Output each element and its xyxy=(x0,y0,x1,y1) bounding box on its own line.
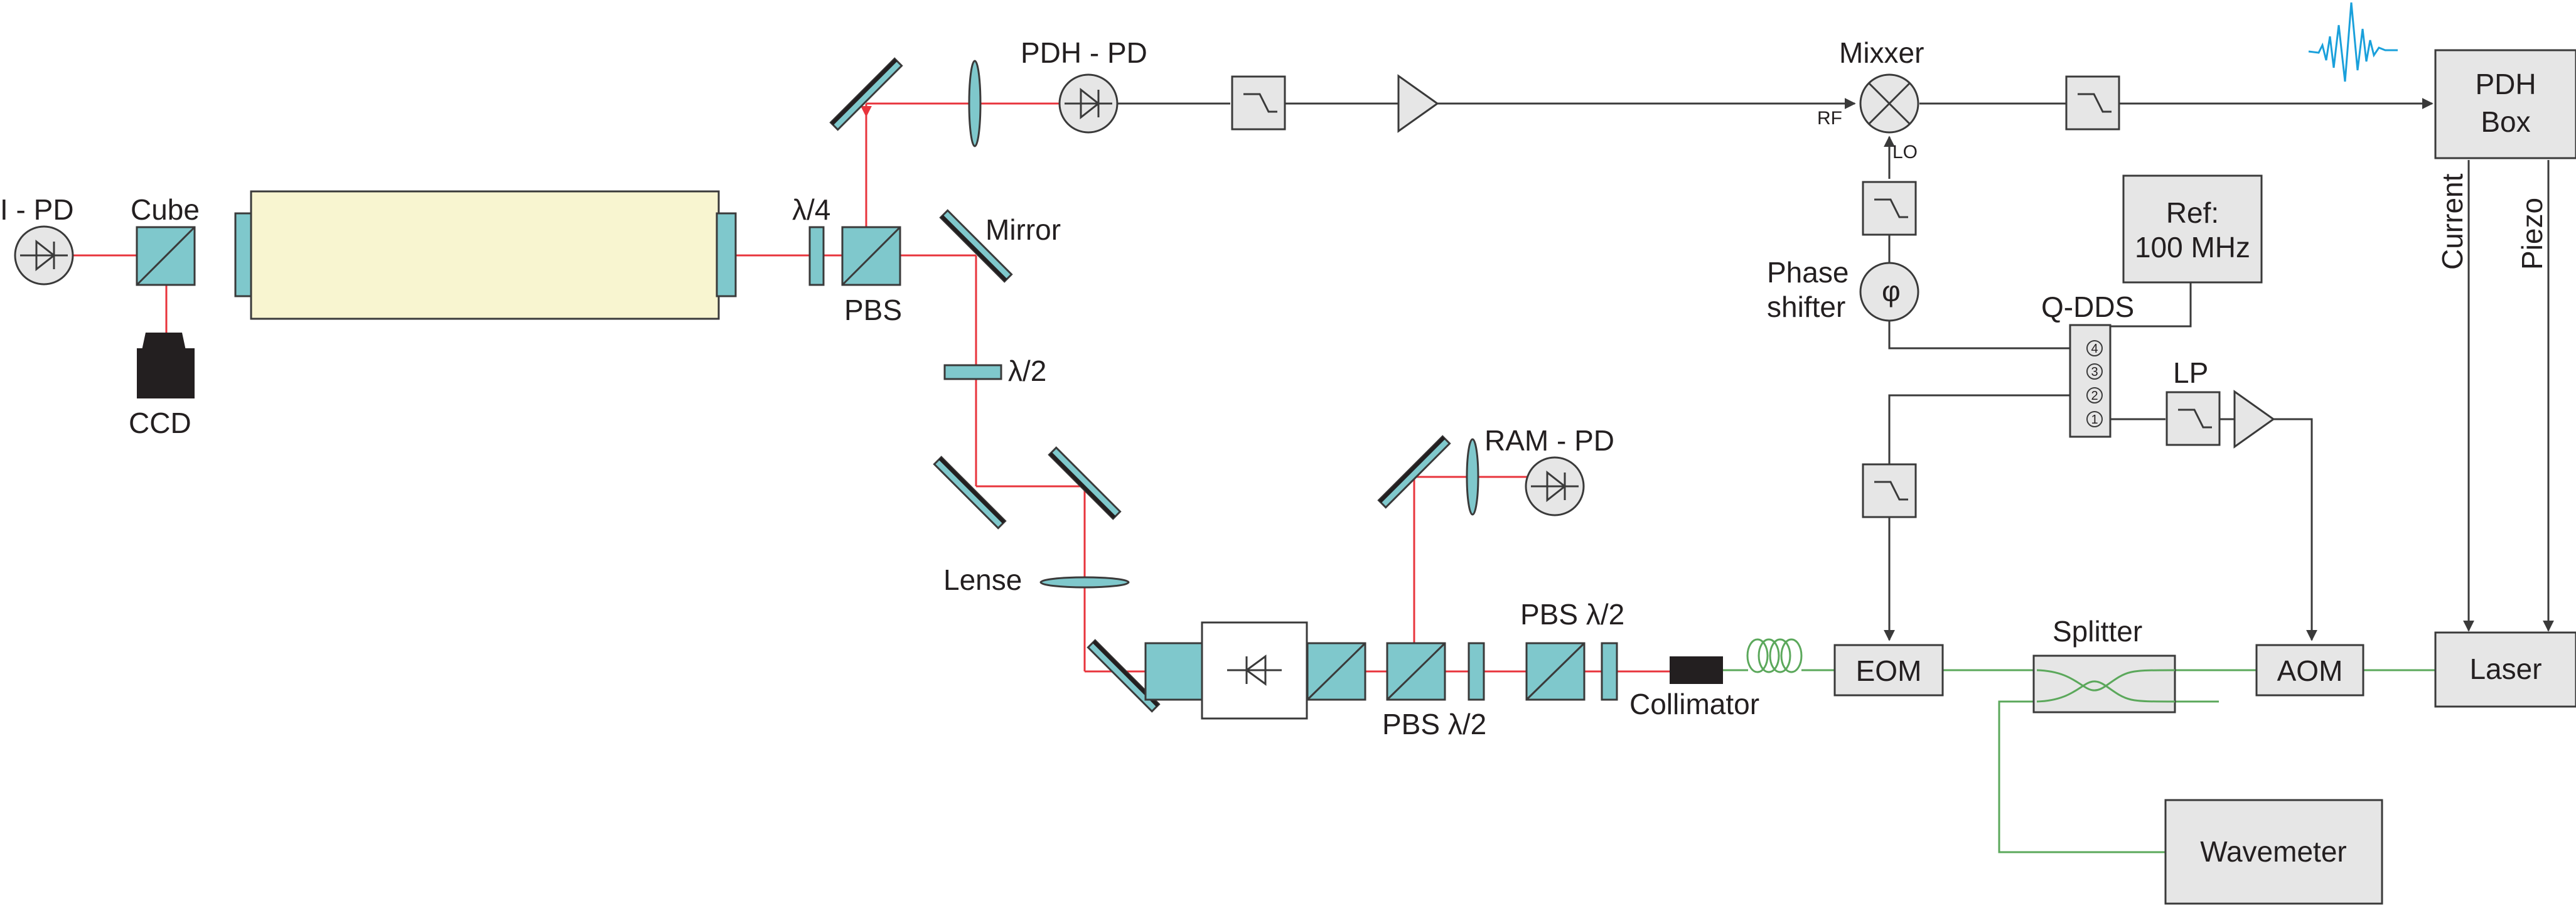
quarter-wave-label: λ/4 xyxy=(792,193,830,226)
half-wave-lower-2: PBS λ/2 xyxy=(1520,598,1624,701)
low-pass-filter-icon xyxy=(1862,181,1917,236)
pbs-half-upper-label: PBS λ/2 xyxy=(1520,598,1624,631)
lo-label: LO xyxy=(1892,142,1918,163)
photodiode-icon xyxy=(1525,456,1585,516)
pdh-box-line1: PDH xyxy=(2475,68,2536,100)
mirror-lower-left xyxy=(933,456,1007,530)
half-wave-plate-vertical: λ/2 xyxy=(943,355,1046,387)
amplifier-triangle-icon xyxy=(2233,390,2275,448)
mirror-label: Mirror xyxy=(985,213,1061,246)
pbs-half-lower-label: PBS λ/2 xyxy=(1382,708,1486,740)
fiber-coil-icon xyxy=(1746,638,1803,673)
lo-filter xyxy=(1862,181,1917,236)
phase-shifter: φ Phase shifter xyxy=(1767,256,1919,323)
low-pass-filter-icon xyxy=(1231,75,1286,131)
ref-line2: 100 MHz xyxy=(2135,231,2250,264)
mixer: Mixxer RF LO xyxy=(1817,36,1924,163)
low-pass-filter-icon xyxy=(2065,75,2120,131)
pdh-box-line2: Box xyxy=(2481,105,2530,138)
mirror-lower-right xyxy=(1048,446,1122,520)
current-label-group: Current xyxy=(2436,173,2469,270)
mirror-beside-pbs: Mirror xyxy=(939,209,1061,283)
ref-box: Ref: 100 MHz xyxy=(2122,174,2263,284)
ram-lens xyxy=(1466,438,1479,516)
ccd-camera: CCD xyxy=(129,333,195,439)
pdh-pd-label: PDH - PD xyxy=(1021,36,1147,69)
mirror-bottom-left xyxy=(1087,639,1161,713)
eom-filter xyxy=(1862,463,1917,518)
mixxer-label: Mixxer xyxy=(1839,36,1924,69)
photodiode-icon xyxy=(1058,73,1119,134)
lp-label: LP xyxy=(2173,356,2208,389)
lense-horizontal: Lense xyxy=(943,563,1130,596)
wavemeter-box: Wavemeter xyxy=(2164,799,2383,905)
optical-isolator xyxy=(1144,621,1366,720)
pbs-top: PBS xyxy=(841,226,902,326)
low-pass-filter-icon xyxy=(2165,391,2221,446)
optical-isolator-diode-icon xyxy=(1227,654,1282,686)
error-signal-waveform-icon xyxy=(2308,2,2398,82)
pbs-lower-2 xyxy=(1525,642,1586,701)
piezo-label: Piezo xyxy=(2516,198,2548,270)
current-label: Current xyxy=(2436,173,2469,270)
q-dds: Q-DDS 4 3 2 1 xyxy=(2041,291,2134,438)
i-pd-detector: I - PD xyxy=(0,193,74,286)
aom-box: AOM xyxy=(2255,644,2364,697)
splitter: Splitter xyxy=(2032,615,2176,713)
eom-box: EOM xyxy=(1833,644,1944,697)
eom-label: EOM xyxy=(1856,654,1922,687)
lense-label: Lense xyxy=(943,563,1022,596)
pdh-photodiode: PDH - PD xyxy=(1021,36,1147,134)
laser-box: Laser xyxy=(2434,631,2576,708)
half-wave-label: λ/2 xyxy=(1008,355,1046,387)
ccd-label: CCD xyxy=(129,407,191,439)
amplifier-triangle-icon xyxy=(1397,75,1439,132)
photodiode-icon xyxy=(14,225,74,286)
qdds-port-4: 4 xyxy=(2091,342,2098,356)
lp-filter: LP xyxy=(2165,356,2221,446)
laser-beam-paths xyxy=(38,102,1670,673)
phase-label: Phase xyxy=(1767,256,1849,289)
low-pass-filter-icon xyxy=(1862,463,1917,518)
collimator-label: Collimator xyxy=(1629,688,1759,720)
phi-symbol: φ xyxy=(1882,275,1901,307)
pdh-box: PDH Box xyxy=(2434,49,2576,159)
electronic-wiring xyxy=(1117,98,2554,641)
error-signal xyxy=(2308,2,2398,82)
pdh-lens xyxy=(968,60,982,147)
pbs-top-label: PBS xyxy=(844,294,902,326)
shifter-label: shifter xyxy=(1767,291,1845,323)
pdh-filter xyxy=(1231,75,1286,131)
rf-label: RF xyxy=(1817,108,1842,129)
piezo-label-group: Piezo xyxy=(2516,198,2548,270)
i-pd-label: I - PD xyxy=(0,193,74,226)
cube-label: Cube xyxy=(131,193,200,226)
optical-cavity xyxy=(234,190,737,320)
qdds-port-2: 2 xyxy=(2091,389,2098,403)
qdds-label: Q-DDS xyxy=(2041,291,2134,323)
wavemeter-label: Wavemeter xyxy=(2200,835,2346,868)
qdds-port-1: 1 xyxy=(2091,413,2098,427)
ram-pd-label: RAM - PD xyxy=(1484,424,1614,457)
laser-label: Laser xyxy=(2469,653,2541,685)
aom-label: AOM xyxy=(2277,654,2343,687)
ref-line1: Ref: xyxy=(2166,196,2219,229)
fiber-paths xyxy=(1720,638,2435,853)
ram-photodiode: RAM - PD xyxy=(1484,424,1614,516)
beam-splitter-cube: Cube xyxy=(131,193,200,286)
quarter-wave-plate: λ/4 xyxy=(792,193,830,286)
aom-amplifier xyxy=(2233,390,2275,448)
pdh-amplifier xyxy=(1397,75,1439,132)
mixer-output-filter xyxy=(2065,75,2120,131)
half-wave-lower-1: PBS λ/2 xyxy=(1382,642,1486,740)
splitter-label: Splitter xyxy=(2053,615,2142,648)
mirror-top-left xyxy=(829,57,903,131)
collimator: Collimator xyxy=(1629,656,1759,720)
pbs-lower-1 xyxy=(1386,642,1446,701)
ram-mirror xyxy=(1377,435,1451,509)
qdds-port-3: 3 xyxy=(2091,365,2098,379)
